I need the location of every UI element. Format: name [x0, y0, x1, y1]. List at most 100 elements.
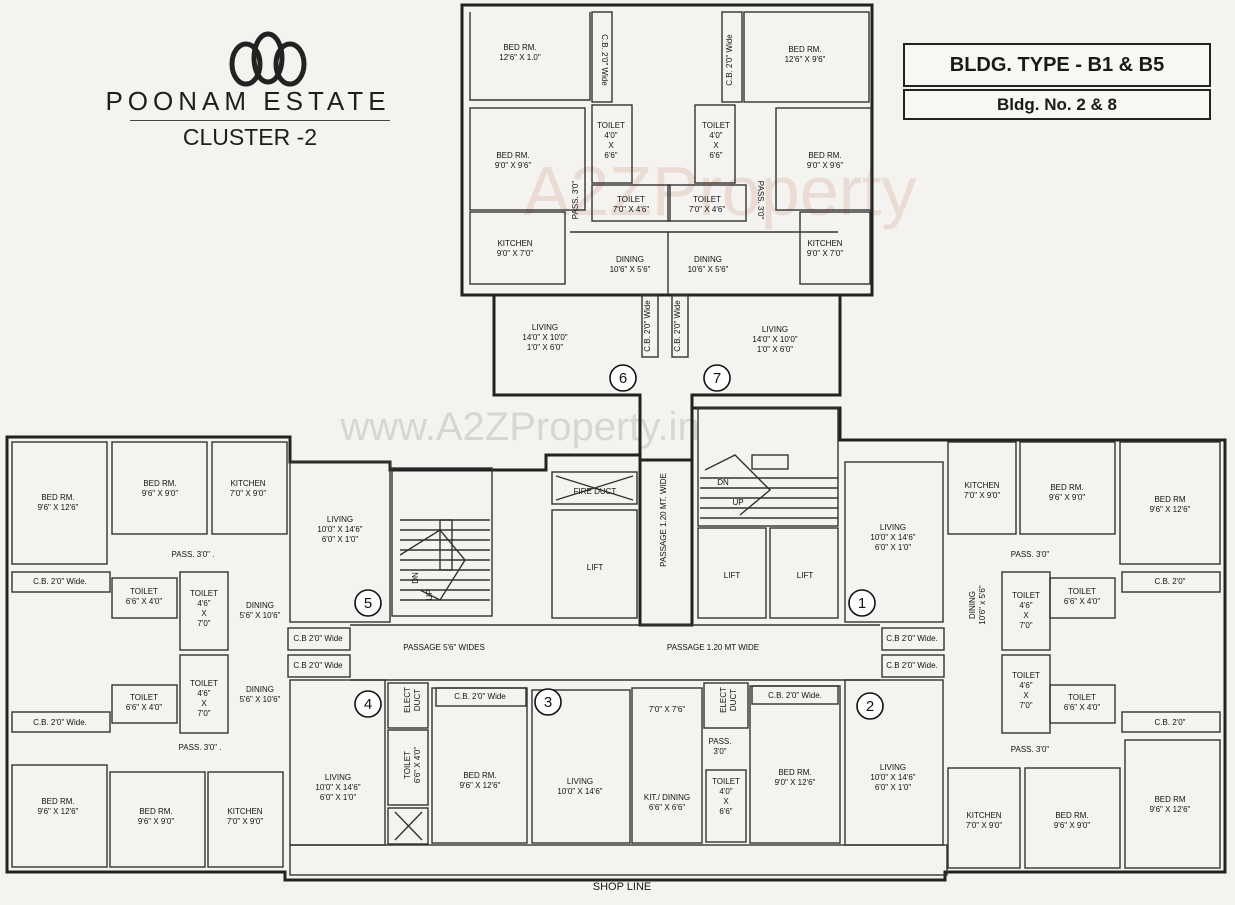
room-label-line: DINING [616, 255, 644, 264]
room-label-u6-bed2: BED RM.9'0" X 9'6" [495, 151, 531, 170]
room-label-u2-size: 7'0" X 7'6" [649, 705, 685, 714]
room-label-line: TOILET [190, 589, 218, 598]
room-label-line: UP [732, 498, 743, 507]
room-label-line: DINING [246, 601, 274, 610]
room-label-line: BED RM. [463, 771, 496, 780]
room-label-line: C.B. 2'0" Wide [725, 34, 734, 86]
room-label-u4-pass: PASS. 3'0" . [179, 743, 222, 752]
room-label-line: PASS. 3'0" [1011, 745, 1050, 754]
room-label-line: ELECT [719, 687, 728, 713]
room-label-line: 1'0" X 6'0" [527, 343, 563, 352]
room-label-lift-a: LIFT [587, 563, 604, 572]
room-label-line: 6'6" [709, 151, 722, 160]
room-label-line: C.B 2'0" Wide. [886, 661, 938, 670]
logo-divider [130, 120, 390, 121]
room-label-line: LIFT [724, 571, 741, 580]
room-label-u7-bed2: BED RM.9'0" X 9'6" [807, 151, 843, 170]
room-label-line: 9'6" X 9'0" [1054, 821, 1090, 830]
room-label-line: 7'0" X 9'0" [227, 817, 263, 826]
stairs [399, 454, 838, 601]
unit-number: 3 [544, 694, 552, 711]
unit-number: 4 [364, 696, 372, 713]
room-label-stairs2-dn: DN [717, 478, 729, 487]
room-label-line: LIVING [325, 773, 351, 782]
room-label-line: C.B. 2'0" [1154, 577, 1185, 586]
room-label-line: 12'6" X 1.0" [499, 53, 541, 62]
room-label-line: 9'6" X 12'6" [460, 781, 501, 790]
room-label-line: LIVING [327, 515, 353, 524]
room-label-line: PASSAGE 1.20 MT WIDE [667, 643, 759, 652]
room-label-u2-pass2: PASS. 3'0" [1011, 745, 1050, 754]
room-label-line: PASSAGE 5'6" WIDES [403, 643, 485, 652]
room-label-line: PASS. 3'0" [1011, 550, 1050, 559]
room-label-line: C.B. 2'0" Wide. [768, 691, 822, 700]
room-label-u5-cb2: C.B 2'0" Wide [293, 634, 343, 643]
room-label-line: C.B 2'0" Wide [293, 634, 343, 643]
room-label-line: 9'0" X 12'6" [775, 778, 816, 787]
room-label-line: TOILET [617, 195, 645, 204]
room-label-line: 6'0" X 1'0" [322, 535, 358, 544]
room-label-passage-e: PASSAGE 1.20 MT WIDE [667, 643, 759, 652]
room-label-u2-pass: PASS.3'0" [709, 737, 732, 756]
room-label-line: BED RM. [41, 797, 74, 806]
room-label-line: 9'6" X 12'6" [38, 503, 79, 512]
room-label-line: BED RM. [496, 151, 529, 160]
room-label-line: TOILET [597, 121, 625, 130]
room-label-line: X [1023, 611, 1029, 620]
unit-markers: 6 7 5 1 4 3 2 [354, 364, 884, 720]
room-label-line: 7'0" X 7'6" [649, 705, 685, 714]
room-label-line: KITCHEN [497, 239, 532, 248]
room-label-line: 4'6" [1019, 601, 1032, 610]
room-label-u6-cb: C.B. 2'0" Wide [643, 300, 652, 352]
room-label-line: DUCT [729, 689, 738, 711]
room-label-line: 6'6" X 4'0" [413, 747, 422, 783]
room-label-line: KITCHEN [964, 481, 999, 490]
room-label-u1-dining: DINING10'6" x 5'6" [968, 585, 987, 625]
room-label-line: BED RM [1154, 495, 1185, 504]
room-label-line: 9'0" X 9'6" [495, 161, 531, 170]
room-label-line: LIFT [587, 563, 604, 572]
room-label-line: 6'6" [604, 151, 617, 160]
room-label-line: KITCHEN [227, 807, 262, 816]
room-label-line: 6'0" X 1'0" [320, 793, 356, 802]
room-label-u6-bed1: BED RM.12'6" X 1.0" [499, 43, 541, 62]
room-label-line: 10'6" X 5'6" [610, 265, 651, 274]
room-label-u1-cbr: C.B. 2'0" [1154, 577, 1185, 586]
room-label-line: 10'0" X 14'6" [317, 525, 362, 534]
room-label-line: KITCHEN [230, 479, 265, 488]
room-label-line: X [201, 699, 207, 708]
room-label-line: TOILET [1012, 671, 1040, 680]
room-label-u6-pass: PASS. 3'0" [571, 181, 580, 220]
room-label-line: LIVING [762, 325, 788, 334]
room-label-u3-elect: ELECTDUCT [403, 687, 422, 713]
room-label-line: DN [411, 572, 420, 584]
room-label-line: DUCT [413, 689, 422, 711]
room-label-line: 9'6" X 9'0" [138, 817, 174, 826]
room-label-line: LIVING [880, 763, 906, 772]
room-label-u7-cb: C.B. 2'0" Wide [673, 300, 682, 352]
logo-mark [218, 28, 318, 90]
logo-text: POONAM ESTATE [105, 86, 391, 116]
room-label-line: TOILET [702, 121, 730, 130]
room-label-line: BED RM. [139, 807, 172, 816]
unit-number: 1 [858, 595, 866, 612]
interior-walls [11, 11, 1221, 869]
room-label-line: TOILET [1068, 693, 1096, 702]
watermark: A2ZProperty [524, 152, 917, 230]
